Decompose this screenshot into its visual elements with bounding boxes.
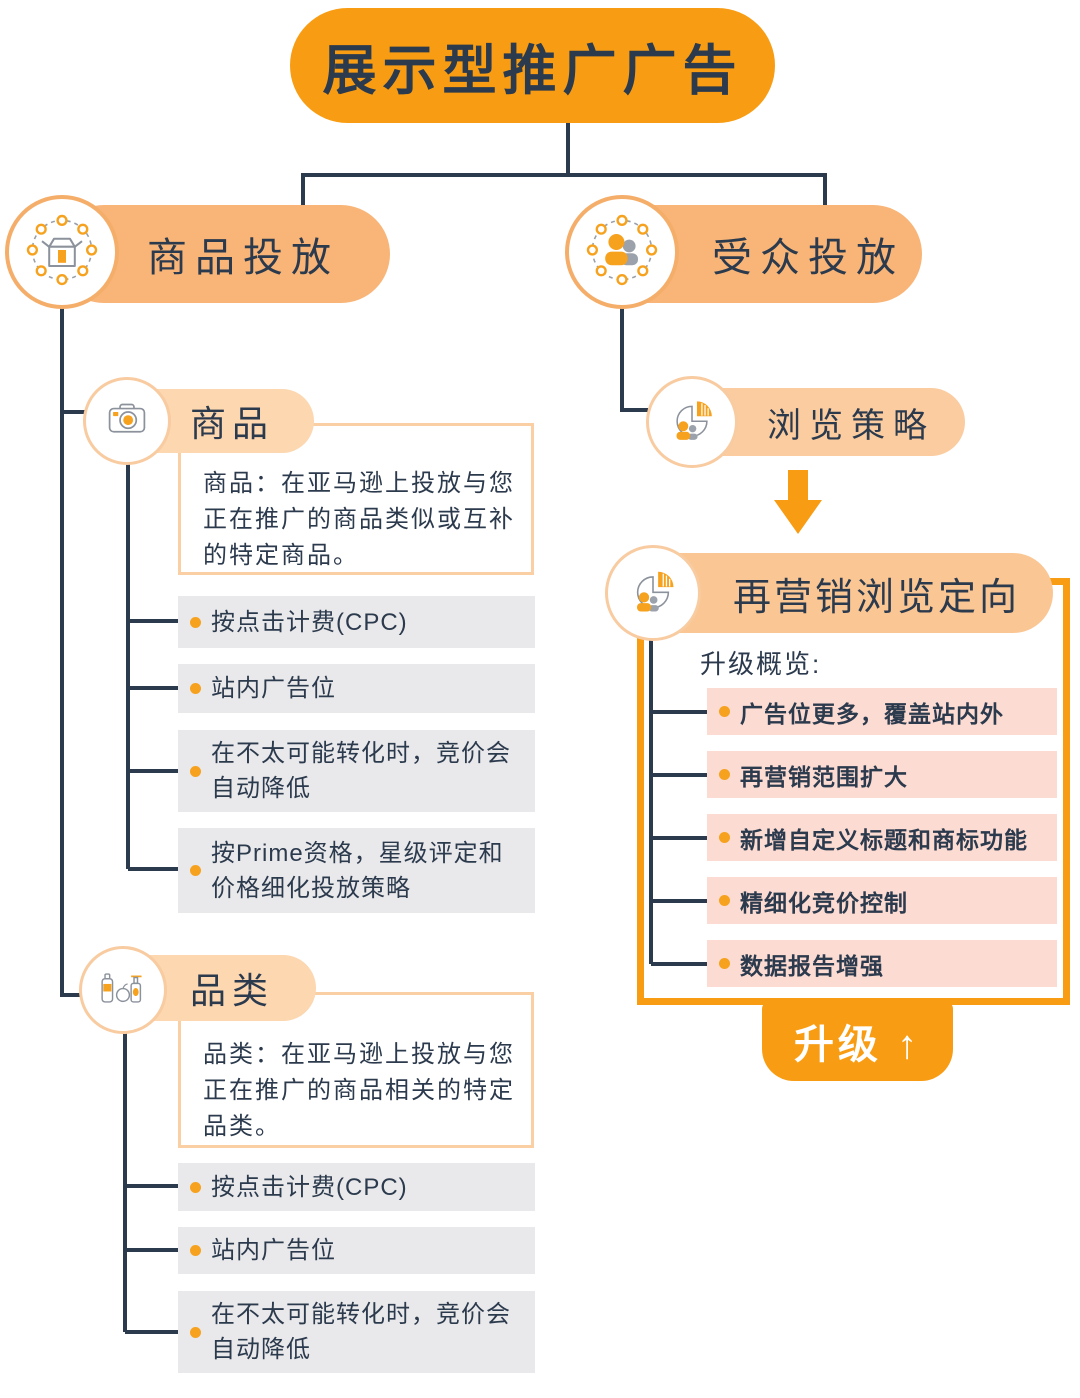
product-targeting-icon-circle <box>5 195 119 309</box>
grocery-icon <box>94 959 152 1022</box>
list-item: 广告位更多，覆盖站内外 <box>707 688 1057 735</box>
category-bullet: 在不太可能转化时，竞价会自动降低 <box>211 1301 511 1363</box>
list-item: 按Prime资格，星级评定和价格细化投放策略 <box>178 828 535 913</box>
audience-targeting-icon-circle <box>565 195 679 309</box>
category-bullet: 按点击计费(CPC) <box>211 1173 408 1201</box>
bullet-dot-icon <box>190 1245 201 1256</box>
upgrade-overview-label: 升级概览: <box>700 649 822 679</box>
upgrade-bullet: 精细化竞价控制 <box>740 889 908 916</box>
upgrade-bullet: 广告位更多，覆盖站内外 <box>740 700 1004 727</box>
diagram-title-pill: 展示型推广广告 <box>290 8 775 123</box>
upgrade-badge-label: 升级 ↑ <box>793 1023 922 1067</box>
bullet-dot-icon <box>190 616 201 628</box>
product-bullet: 按点击计费(CPC) <box>211 608 408 636</box>
list-item: 站内广告位 <box>178 1227 535 1274</box>
list-item: 数据报告增强 <box>707 940 1057 987</box>
down-arrow-icon <box>774 470 822 534</box>
people-network-icon <box>582 210 662 295</box>
upgrade-badge: 升级 ↑ <box>762 1001 953 1081</box>
bullet-dot-icon <box>190 683 201 694</box>
views-strategy-icon-circle <box>646 376 738 468</box>
list-item: 再营销范围扩大 <box>707 751 1057 798</box>
bullet-dot-icon <box>190 865 201 876</box>
list-item: 按点击计费(CPC) <box>178 1163 535 1211</box>
product-bullet: 按Prime资格，星级评定和价格细化投放策略 <box>211 839 504 902</box>
category-bullet: 站内广告位 <box>211 1237 336 1264</box>
bullet-dot-icon <box>719 832 730 843</box>
bullet-dot-icon <box>190 765 201 777</box>
upgrade-bullet: 新增自定义标题和商标功能 <box>740 826 1028 853</box>
upgrade-bullet: 再营销范围扩大 <box>740 763 908 790</box>
upgrade-bullet: 数据报告增强 <box>740 952 884 979</box>
pie-audience-icon <box>661 389 723 456</box>
bullet-dot-icon <box>190 1326 201 1338</box>
list-item: 按点击计费(CPC) <box>178 596 535 648</box>
bullet-dot-icon <box>719 706 730 717</box>
diagram-title: 展示型推广广告 <box>322 41 743 101</box>
list-item: 站内广告位 <box>178 664 535 713</box>
bullet-dot-icon <box>719 958 730 969</box>
list-item: 在不太可能转化时，竞价会自动降低 <box>178 730 535 812</box>
product-icon-circle <box>83 377 171 465</box>
list-item: 新增自定义标题和商标功能 <box>707 814 1057 861</box>
product-bullet: 在不太可能转化时，竞价会自动降低 <box>211 740 511 802</box>
pie-audience-icon <box>621 559 685 628</box>
remarketing-icon-circle <box>605 545 701 641</box>
bullet-dot-icon <box>719 895 730 906</box>
camera-icon <box>98 390 156 453</box>
category-icon-circle <box>79 946 167 1034</box>
box-network-icon <box>22 210 102 295</box>
bullet-dot-icon <box>719 769 730 780</box>
bullet-dot-icon <box>190 1181 201 1193</box>
list-item: 精细化竞价控制 <box>707 877 1057 924</box>
product-bullet: 站内广告位 <box>211 675 336 702</box>
list-item: 在不太可能转化时，竞价会自动降低 <box>178 1291 535 1373</box>
